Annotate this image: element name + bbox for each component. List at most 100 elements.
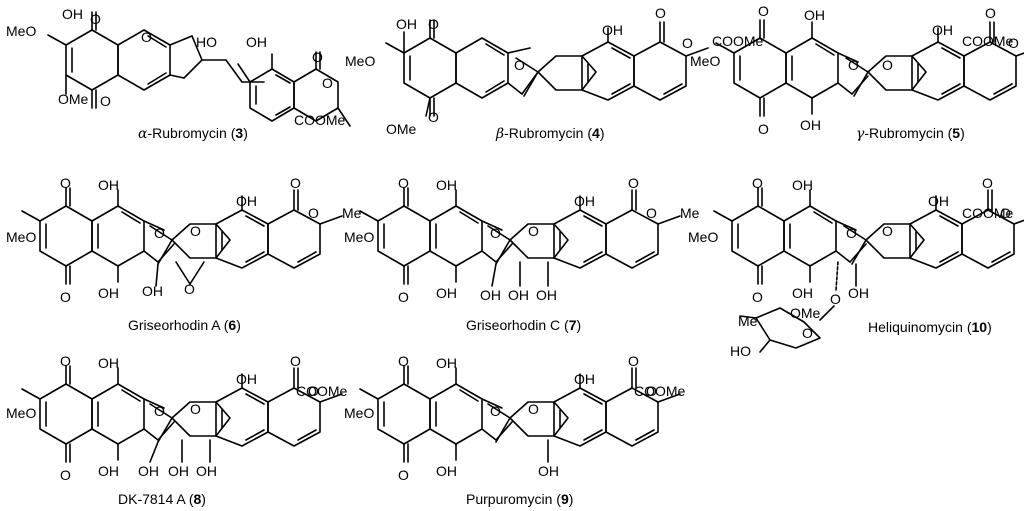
- o-label: O: [60, 289, 71, 305]
- ho-label: HO: [730, 343, 751, 359]
- meo-label: MeO: [345, 53, 375, 69]
- o-label: O: [312, 49, 323, 65]
- o-label: O: [490, 225, 501, 241]
- structure-griseorhodin-c: MeO O OH O OH O O OH OH OH OH O O Me Gri…: [344, 175, 700, 333]
- oh-label: OH: [932, 22, 953, 38]
- o-label: O: [60, 353, 71, 369]
- o-label: O: [398, 289, 409, 305]
- o-label: O: [428, 16, 439, 32]
- o-label: O: [100, 93, 111, 109]
- oh-label: OH: [538, 463, 559, 479]
- o-label: O: [322, 75, 333, 91]
- oh-label: OH: [602, 22, 623, 38]
- caption-3: α-Rubromycin (3): [138, 125, 248, 142]
- oh-label: OH: [574, 371, 595, 387]
- o-label: O: [398, 353, 409, 369]
- o-label: O: [802, 325, 813, 341]
- o-label: O: [190, 401, 201, 417]
- oh-label: OH: [168, 463, 189, 479]
- oh-label: OH: [792, 177, 813, 193]
- caption-8: DK-7814 A (8): [118, 491, 206, 507]
- o-label: O: [141, 29, 152, 45]
- oh-label: OH: [62, 6, 83, 22]
- o-label: O: [628, 353, 639, 369]
- o-label: O: [655, 5, 666, 21]
- o-label: O: [758, 121, 769, 137]
- structure-gamma-rubromycin: MeO O OH O OH O O OH O O COOMe γ-Rubromy…: [690, 3, 1024, 142]
- o-label: O: [490, 403, 501, 419]
- meo-label: MeO: [6, 23, 36, 39]
- caption-6: Griseorhodin A (6): [128, 317, 241, 333]
- o-label: O: [752, 289, 763, 305]
- oh-label: OH: [98, 463, 119, 479]
- oh-label: OH: [508, 287, 529, 303]
- oh-label: OH: [804, 7, 825, 23]
- o-label: O: [848, 57, 859, 73]
- meo-label: MeO: [688, 229, 718, 245]
- oh-label: OH: [246, 34, 267, 50]
- oh-label: OH: [480, 287, 501, 303]
- oh-label: OH: [536, 287, 557, 303]
- oh-label: OH: [574, 193, 595, 209]
- o-label: O: [190, 223, 201, 239]
- o-label: O: [398, 175, 409, 191]
- o-label: O: [308, 383, 319, 399]
- o-label: O: [830, 291, 841, 307]
- o-label: O: [290, 353, 301, 369]
- ho-label: HO: [196, 34, 217, 50]
- oh-label: OH: [436, 285, 457, 301]
- o-label: O: [646, 205, 657, 221]
- structure-heliquinomycin: MeO O OH O OH O O OH O OH O O COOMe OMe …: [688, 175, 1024, 359]
- me-label: Me: [342, 205, 362, 221]
- o-label: O: [60, 467, 71, 483]
- oh-label: OH: [142, 283, 163, 299]
- o-label: O: [428, 109, 439, 125]
- ome-label: OMe: [58, 91, 89, 107]
- coome-label: COOMe: [296, 383, 348, 399]
- me-label: Me: [680, 205, 700, 221]
- o-label: O: [758, 3, 769, 19]
- caption-7: Griseorhodin C (7): [466, 317, 581, 333]
- o-label: O: [154, 403, 165, 419]
- oh-label: OH: [436, 177, 457, 193]
- oh-label: OH: [138, 463, 159, 479]
- o-label: O: [154, 225, 165, 241]
- o-label: O: [646, 383, 657, 399]
- o-label: O: [90, 11, 101, 27]
- meo-label: MeO: [690, 53, 720, 69]
- o-label: O: [982, 175, 993, 191]
- coome-label: COOMe: [962, 33, 1014, 49]
- o-label: O: [846, 225, 857, 241]
- o-label: O: [682, 35, 693, 51]
- structure-purpuromycin: MeO O OH O OH O O OH OH O O COOMe Purpur…: [344, 353, 686, 507]
- o-label: O: [882, 223, 893, 239]
- o-label: O: [528, 223, 539, 239]
- me-label: Me: [738, 313, 758, 329]
- o-label: O: [514, 57, 525, 73]
- o-label: O: [1000, 205, 1011, 221]
- ome-label: OMe: [790, 305, 821, 321]
- meo-label: MeO: [344, 405, 374, 421]
- oh-label: OH: [436, 355, 457, 371]
- o-label: O: [290, 175, 301, 191]
- meo-label: MeO: [344, 229, 374, 245]
- oh-label: OH: [928, 193, 949, 209]
- oh-label: OH: [396, 16, 417, 32]
- o-label: O: [398, 467, 409, 483]
- oh-label: OH: [436, 463, 457, 479]
- caption-9: Purpuromycin (9): [466, 491, 573, 507]
- caption-10: Heliquinomycin (10): [868, 319, 992, 335]
- o-label: O: [752, 175, 763, 191]
- structure-griseorhodin-a: MeO O OH O OH O O OH O OH O O Me Griseor…: [6, 175, 362, 333]
- oh-label: OH: [196, 463, 217, 479]
- oh-label: OH: [98, 177, 119, 193]
- meo-label: MeO: [6, 405, 36, 421]
- oh-label: OH: [98, 285, 119, 301]
- o-label: O: [1008, 35, 1019, 51]
- o-label: O: [184, 281, 195, 297]
- oh-label: OH: [848, 285, 869, 301]
- structure-alpha-rubromycin: MeO OH O OMe O O HO OH O O COOMe α-Rubro…: [6, 6, 351, 142]
- caption-5: γ-Rubromycin (5): [856, 125, 965, 142]
